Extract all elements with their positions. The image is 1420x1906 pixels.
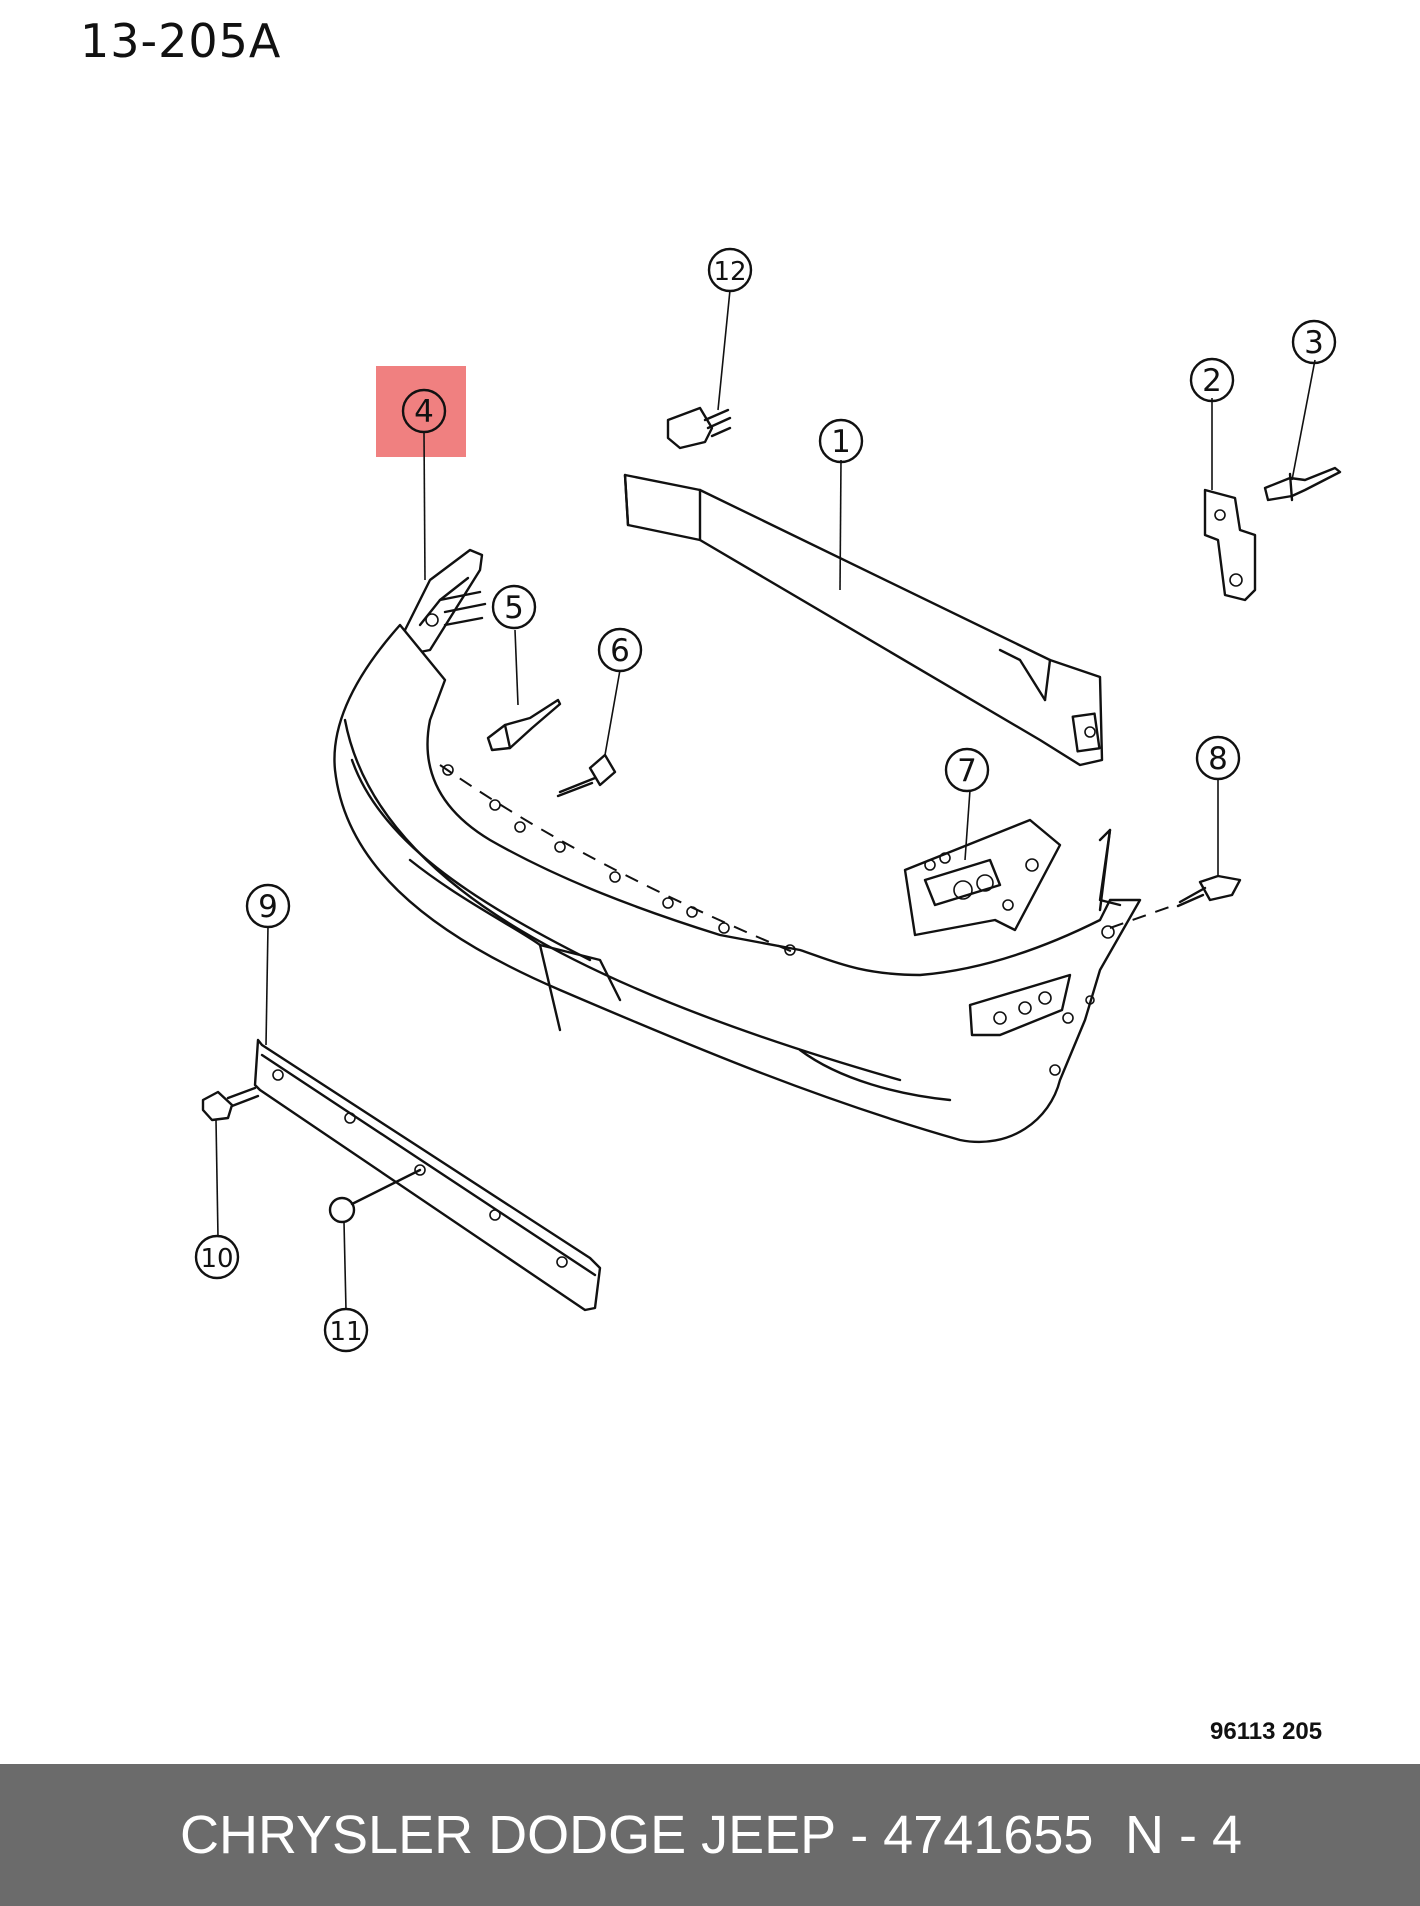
callout-12-label: 12 <box>713 257 746 287</box>
callout-12: 12 <box>707 247 753 293</box>
part-7-bracket <box>903 818 1062 937</box>
highlight-box <box>376 366 466 457</box>
part-12-bolt <box>666 406 732 450</box>
callout-3-label: 3 <box>1304 325 1324 361</box>
part-5-push-pin <box>486 698 562 752</box>
diagram-title: 13-205A <box>80 14 282 68</box>
callout-4-label: 4 <box>414 394 434 430</box>
part-9-lower-strip <box>253 1038 602 1312</box>
part-1-reinforcement-beam <box>623 473 1104 767</box>
callout-8: 8 <box>1195 735 1241 781</box>
leader-lines <box>215 289 1316 1311</box>
callout-7-label: 7 <box>957 753 977 789</box>
part-2-bracket <box>1203 488 1257 602</box>
callout-7: 7 <box>944 747 990 793</box>
callout-5-label: 5 <box>504 590 524 626</box>
bumper-fascia <box>333 623 1176 1144</box>
footer-bar: CHRYSLER DODGE JEEP - 4741655 N - 4 <box>0 1764 1420 1906</box>
part-10-bolt <box>201 1086 260 1122</box>
callout-10-label: 10 <box>200 1244 233 1274</box>
callout-11-label: 11 <box>329 1317 362 1347</box>
callout-1: 1 <box>818 418 864 464</box>
footer-page-label: N - 4 <box>1125 1805 1243 1865</box>
parts-diagram: 1 2 3 4 5 6 7 8 <box>194 247 1342 1353</box>
callout-3: 3 <box>1291 319 1337 365</box>
callout-9-label: 9 <box>258 889 278 925</box>
callout-9: 9 <box>245 883 291 929</box>
callout-2: 2 <box>1189 357 1235 403</box>
part-3-rivet <box>1263 466 1342 502</box>
callout-8-label: 8 <box>1208 741 1228 777</box>
part-11-clip <box>328 1168 422 1224</box>
callout-2-label: 2 <box>1202 363 1222 399</box>
callout-1-label: 1 <box>831 424 851 460</box>
callout-10: 10 <box>194 1234 240 1280</box>
part-8-bolt <box>1176 874 1242 908</box>
part-6-screw <box>556 753 617 798</box>
callout-6: 6 <box>597 627 643 673</box>
callout-6-label: 6 <box>610 633 630 669</box>
callouts: 1 2 3 4 5 6 7 8 <box>194 247 1337 1353</box>
callout-4: 4 <box>401 388 447 434</box>
footer-part-number: CHRYSLER DODGE JEEP - 4741655 <box>180 1805 1094 1865</box>
callout-11: 11 <box>323 1307 369 1353</box>
part-4-bracket <box>403 548 487 657</box>
callout-5: 5 <box>491 584 537 630</box>
drawing-reference: 96113 205 <box>1210 1718 1323 1745</box>
